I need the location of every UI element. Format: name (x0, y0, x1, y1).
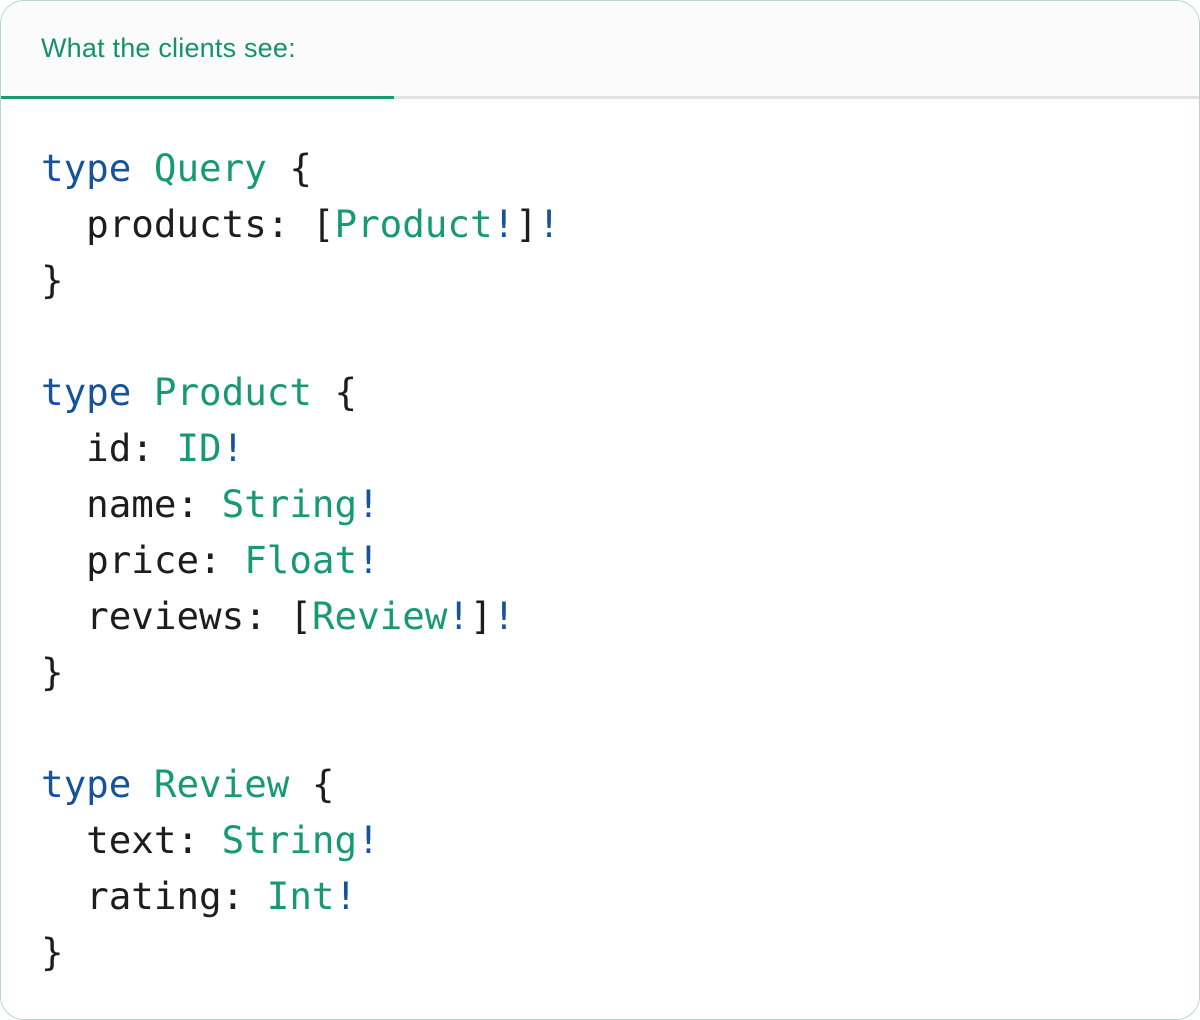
code-token-blue: ! (357, 482, 380, 526)
code-line: id: ID! (41, 420, 1159, 476)
code-line: type Query { (41, 140, 1159, 196)
code-token-green: Float (244, 538, 358, 582)
code-token-green: Review (153, 762, 290, 806)
code-token-green: Review (311, 594, 448, 638)
code-token-blue: ! (492, 202, 516, 246)
code-block: type Query { products: [Product!]!}type … (41, 140, 1159, 980)
code-token-plain: { (266, 146, 312, 190)
code-token-blue: ! (537, 202, 561, 246)
code-token-plain (131, 370, 154, 414)
code-token-green: Query (153, 146, 267, 190)
code-token-plain: price: (41, 538, 245, 582)
code-line: reviews: [Review!]! (41, 588, 1159, 644)
tab-label: What the clients see: (41, 33, 296, 63)
code-line: } (41, 252, 1159, 308)
code-token-blue: ! (334, 874, 358, 918)
code-token-plain: name: (41, 482, 222, 526)
code-token-blue: ! (357, 538, 380, 582)
code-token-plain: products: [ (41, 202, 335, 246)
code-token-plain: ] (515, 202, 538, 246)
code-area: type Query { products: [Product!]!}type … (1, 99, 1199, 1019)
code-line: } (41, 924, 1159, 980)
code-token-blue: type (41, 762, 132, 806)
code-token-green: Product (334, 202, 493, 246)
code-line: type Review { (41, 756, 1159, 812)
code-line: products: [Product!]! (41, 196, 1159, 252)
code-token-blue: ! (221, 426, 245, 470)
code-token-plain: ] (469, 594, 493, 638)
code-token-plain: text: (41, 818, 222, 862)
code-line (41, 700, 1159, 756)
code-token-green: String (221, 482, 358, 526)
code-line: name: String! (41, 476, 1159, 532)
code-token-green: ID (176, 426, 222, 470)
code-token-green: Int (266, 874, 335, 918)
code-token-plain: { (289, 762, 335, 806)
code-token-blue: type (41, 370, 132, 414)
code-token-plain: } (41, 650, 64, 694)
tab-what-clients-see[interactable]: What the clients see: (1, 1, 394, 99)
code-token-plain: { (311, 370, 358, 414)
code-token-blue: type (41, 146, 132, 190)
code-token-plain: } (41, 930, 64, 974)
code-token-plain: rating: (41, 874, 267, 918)
code-token-blue: ! (357, 818, 380, 862)
code-line: rating: Int! (41, 868, 1159, 924)
code-token-green: Product (153, 370, 312, 414)
code-line: type Product { (41, 364, 1159, 420)
code-line: text: String! (41, 812, 1159, 868)
code-token-plain: reviews: [ (41, 594, 312, 638)
code-token-plain (131, 762, 154, 806)
code-token-blue: ! (492, 594, 516, 638)
code-token-green: String (221, 818, 358, 862)
code-token-plain: } (41, 258, 64, 302)
code-line (41, 308, 1159, 364)
code-token-blue: ! (447, 594, 470, 638)
code-line: price: Float! (41, 532, 1159, 588)
tab-header: What the clients see: (1, 1, 1199, 99)
code-line: } (41, 644, 1159, 700)
code-token-plain (131, 146, 154, 190)
code-token-plain: id: (41, 426, 177, 470)
